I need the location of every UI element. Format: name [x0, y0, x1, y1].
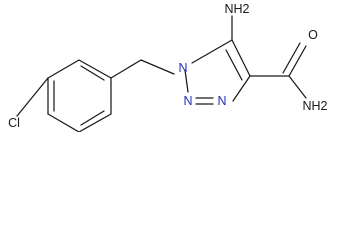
c5-c4-double-bond: [225, 49, 243, 81]
carbonyl-oxygen-label: O: [308, 28, 318, 42]
c4-n3-bond: [232, 75, 251, 102]
n3-label: N: [217, 94, 226, 108]
ring-bond: [47, 59, 80, 79]
ring-double-bond: [80, 110, 105, 126]
chlorophenyl-ring: [47, 59, 112, 132]
ring-ch2-bond: [110, 59, 142, 79]
triazole-ring: [184, 39, 251, 105]
c5-c4-bond: [231, 39, 251, 77]
n1-label: N: [178, 61, 187, 75]
amide-nitrogen-label: NH2: [302, 99, 327, 113]
ring-bond: [78, 59, 112, 79]
c-n-amide-bond: [288, 75, 307, 99]
ring-double-bond: [80, 65, 105, 81]
c-o-double-bond: [282, 42, 301, 74]
chemical-structure: Cl N N N NH2 O NH2: [8, 2, 328, 132]
amino-label: NH2: [224, 2, 249, 16]
ring-bond: [78, 113, 112, 132]
n2-n1-bond: [184, 69, 189, 93]
c-cl-bond: [16, 77, 49, 117]
chlorine-label: Cl: [8, 116, 20, 130]
ch2-n1-bond: [140, 59, 175, 75]
ring-bond: [47, 113, 80, 132]
n2-label: N: [183, 94, 192, 108]
n1-c5-bond: [191, 39, 233, 64]
c-o-bond: [288, 45, 307, 77]
